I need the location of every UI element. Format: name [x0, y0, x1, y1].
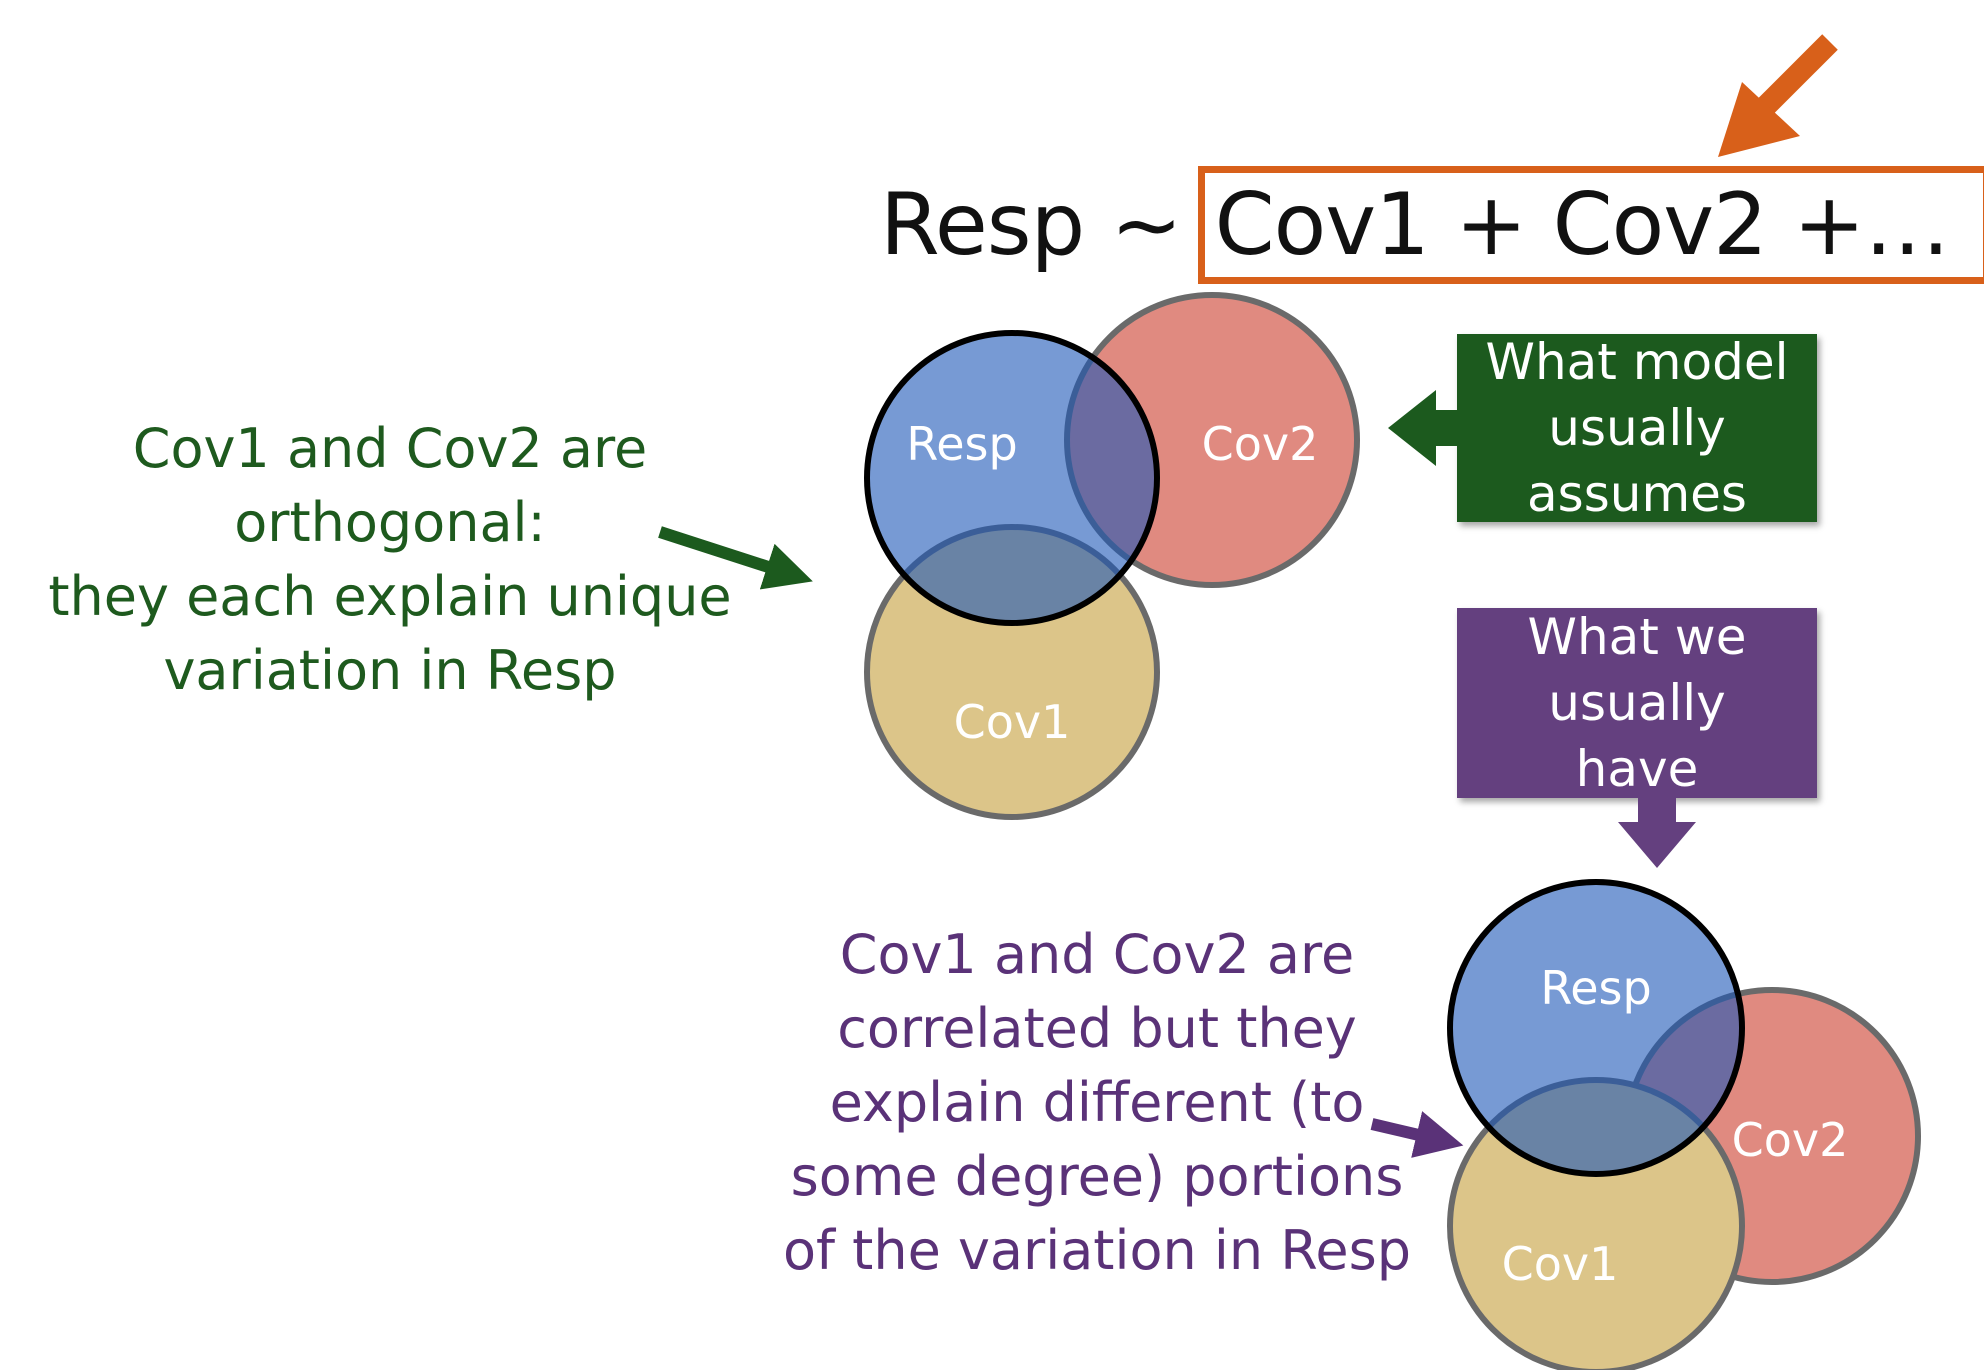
usually-have-line: What we usually	[1527, 608, 1747, 732]
correlated-arrow	[1370, 1111, 1464, 1158]
venn-cov1-label: Cov1	[1502, 1237, 1619, 1291]
venn-resp-label: Resp	[1540, 961, 1651, 1015]
orthogonal-note-line: variation in Resp	[163, 639, 617, 702]
venn-cov2-label: Cov2	[1732, 1113, 1849, 1167]
model-assumes-line: usually assumes	[1527, 399, 1747, 523]
formula-covariate-terms: Cov1 + Cov2 +…	[1197, 166, 1984, 284]
model-assumes-line: What model	[1485, 333, 1789, 391]
correlated-note-line: of the variation in Resp	[782, 1219, 1412, 1282]
model-formula: Resp ~ Cov1 + Cov2 +…	[880, 166, 1984, 284]
usually-have-line: have	[1575, 740, 1699, 798]
correlated-note: Cov1 and Cov2 are correlated but they ex…	[782, 918, 1412, 1288]
usually-have-box: What we usually have	[1457, 608, 1817, 798]
correlated-note-line: Cov1 and Cov2 are	[839, 923, 1355, 986]
usually-have-pointer-icon	[1618, 796, 1696, 868]
orthogonal-note: Cov1 and Cov2 are orthogonal: they each …	[40, 412, 740, 708]
orthogonal-note-line: orthogonal:	[234, 491, 546, 554]
venn-cov2-label: Cov2	[1202, 417, 1319, 471]
orthogonal-arrow	[658, 526, 813, 590]
correlated-note-line: some degree) portions	[790, 1145, 1404, 1208]
venn-cov1-label: Cov1	[954, 695, 1071, 749]
correlated-note-line: explain different (to	[829, 1071, 1365, 1134]
correlated-note-line: correlated but they	[837, 997, 1357, 1060]
orthogonal-note-line: Cov1 and Cov2 are	[132, 417, 648, 480]
venn-resp-circle	[1447, 879, 1745, 1177]
venn-resp-circle	[864, 330, 1160, 626]
venn-resp-label: Resp	[906, 417, 1017, 471]
model-assumes-box: What model usually assumes	[1457, 333, 1817, 523]
formula-response: Resp ~	[880, 175, 1183, 275]
orthogonal-venn: Resp Cov2 Cov1	[864, 292, 1360, 820]
model-assumes-pointer-icon	[1388, 390, 1460, 466]
highlight-arrow	[1718, 34, 1838, 157]
orthogonal-note-line: they each explain unique	[48, 565, 732, 628]
correlated-venn: Resp Cov2 Cov1	[1447, 879, 1921, 1370]
